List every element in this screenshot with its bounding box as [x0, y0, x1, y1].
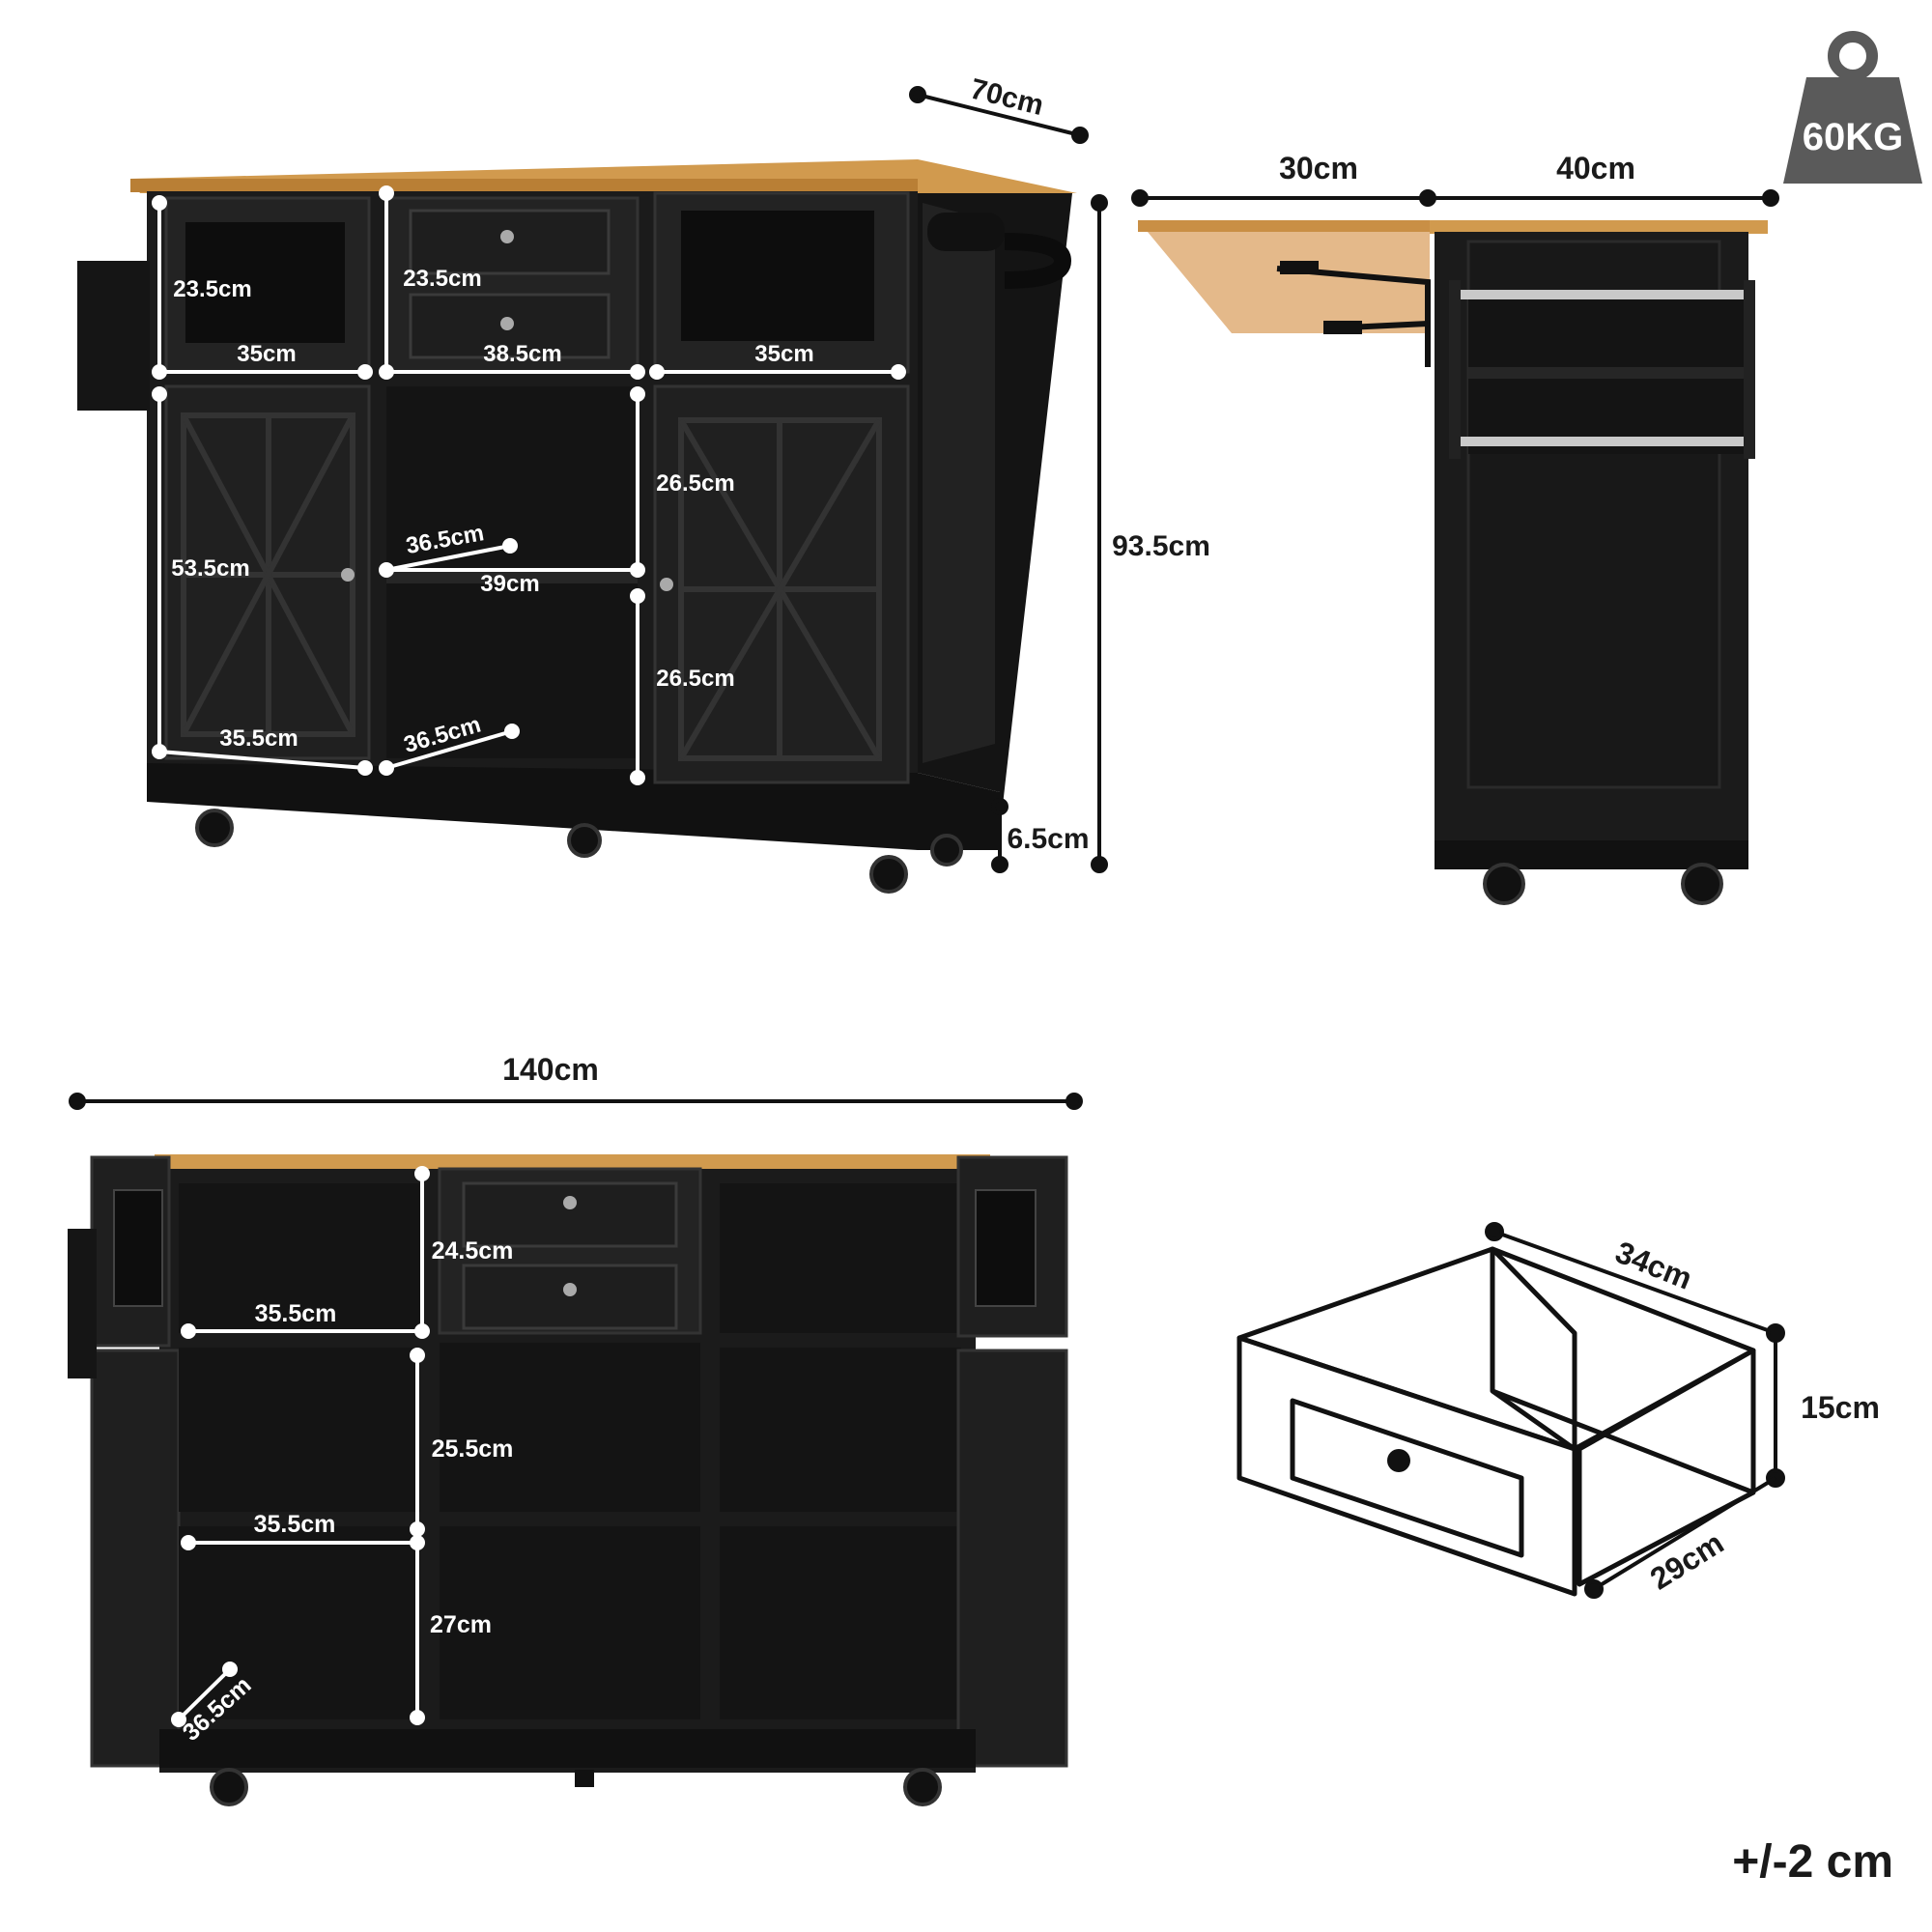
- front-view-outer-dimensions: [909, 86, 1108, 873]
- dim-open-lower-height-label: 27cm: [430, 1611, 492, 1638]
- weight-label: 60KG: [1803, 116, 1904, 158]
- dim-drawer-height-label: 23.5cm: [403, 266, 481, 292]
- dim-shelf-lower-height-label: 26.5cm: [656, 666, 734, 692]
- drawer-illustration: [1236, 1246, 1756, 1597]
- dim-shelf-upper-height-label: 26.5cm: [656, 470, 734, 497]
- dim-total-width-label: 140cm: [502, 1052, 599, 1087]
- side-view-dimensions: [1131, 189, 1779, 207]
- drawer-knob-icon: [1387, 1449, 1410, 1472]
- dim-total-height-label: 93.5cm: [1112, 530, 1210, 562]
- dim-open-upper-width-label: 35.5cm: [255, 1300, 337, 1327]
- dim-open-upper-height-label: 24.5cm: [432, 1237, 514, 1264]
- dim-left-door-width-label: 35.5cm: [219, 725, 298, 752]
- dim-top-left-width-label: 35cm: [237, 341, 296, 367]
- front-view-cabinet: [77, 159, 1077, 894]
- dim-drop-leaf-label: 30cm: [1279, 151, 1358, 185]
- side-view-cabinet: [1138, 220, 1768, 905]
- front-view-dimensions: [152, 185, 906, 785]
- dim-drawer-length-label: 34cm: [1610, 1235, 1696, 1296]
- dim-caster-height-label: 6.5cm: [1007, 823, 1089, 855]
- dim-depth-label: 70cm: [967, 72, 1046, 122]
- dim-shelf-width-label: 39cm: [480, 571, 539, 597]
- dim-left-door-height-label: 53.5cm: [171, 555, 249, 582]
- weight-icon: [1783, 31, 1922, 184]
- tolerance-note: +/-2 cm: [1732, 1836, 1893, 1888]
- dim-body-depth-label: 40cm: [1556, 151, 1635, 185]
- drawer-dimensions: [1485, 1222, 1785, 1599]
- dim-top-right-width-label: 35cm: [754, 341, 813, 367]
- dim-drawer-height-label: 15cm: [1801, 1390, 1880, 1425]
- open-view-dimensions: [171, 1166, 430, 1727]
- dim-drawer-width-label: 38.5cm: [483, 341, 561, 367]
- dim-open-lower-width-label: 35.5cm: [254, 1511, 336, 1538]
- dim-top-left-height-label: 23.5cm: [173, 276, 251, 302]
- open-view-outer-dimensions: [69, 1093, 1083, 1110]
- dim-open-middle-height-label: 25.5cm: [432, 1435, 514, 1463]
- open-view-cabinet: [68, 1154, 1068, 1806]
